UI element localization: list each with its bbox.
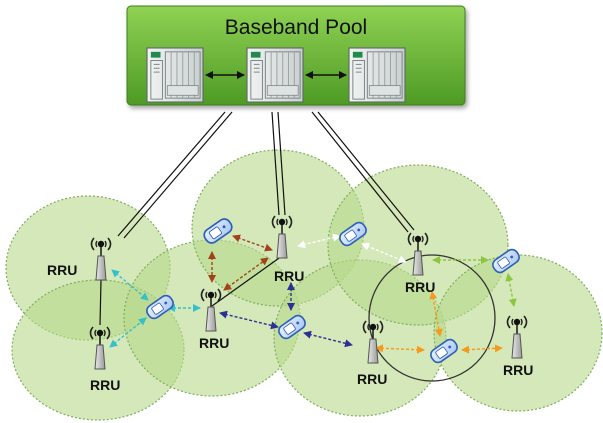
- highlight-circle: [368, 254, 496, 382]
- rru-label: RRU: [199, 335, 229, 351]
- pool-title: Baseband Pool: [225, 16, 367, 39]
- brown-arrow: [232, 234, 273, 252]
- coordination-arrows: [109, 233, 517, 354]
- rru-label: RRU: [90, 377, 120, 393]
- cyan-arrow: [111, 269, 149, 301]
- white-arrow: [297, 233, 341, 249]
- fronthaul-links: [117, 111, 415, 239]
- orange-arrow: [461, 344, 503, 354]
- lime-arrow: [505, 273, 517, 307]
- rru-label: RRU: [405, 279, 435, 295]
- server-icon: [246, 47, 304, 103]
- white-arrow: [361, 242, 407, 264]
- orange-arrow: [375, 344, 425, 354]
- brown-arrow: [223, 257, 269, 291]
- server-icon: [348, 47, 406, 103]
- rru-label: RRU: [274, 268, 304, 284]
- server-icon: [146, 47, 204, 103]
- orange-arrow: [429, 291, 443, 337]
- rru-label: RRU: [503, 362, 533, 378]
- cyan-arrow: [109, 317, 147, 348]
- rru-label: RRU: [357, 371, 387, 387]
- rru-label: RRU: [47, 262, 77, 278]
- cell-7: [433, 254, 603, 412]
- navy-arrow: [303, 330, 353, 348]
